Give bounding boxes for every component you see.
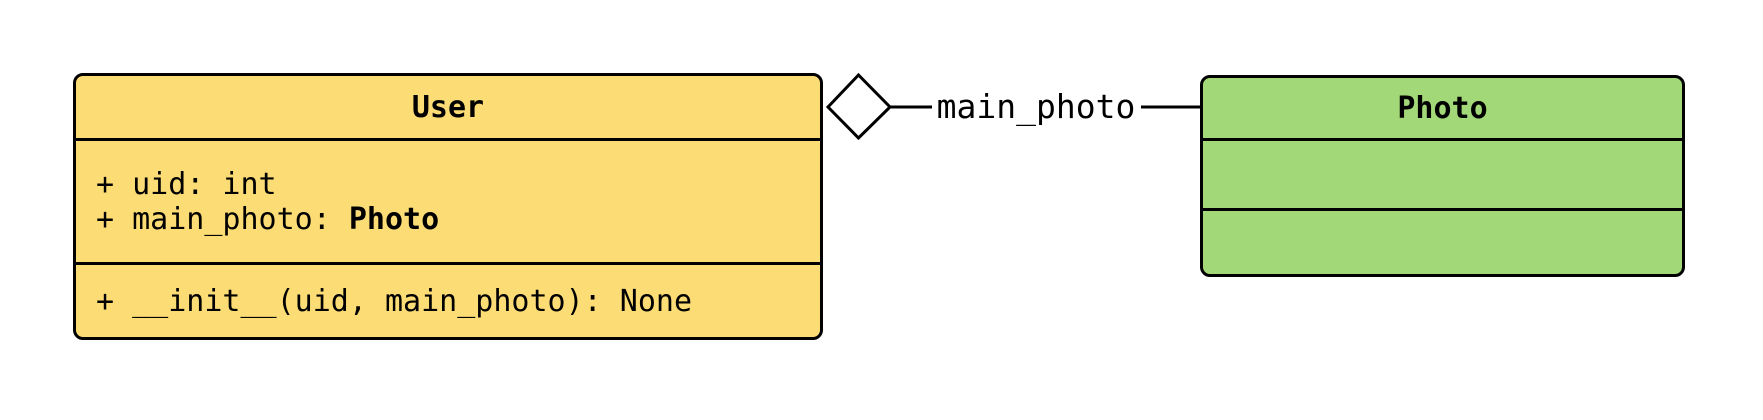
class-node-user[interactable]: User + uid: int + main_photo: Photo + __… bbox=[73, 73, 823, 340]
attribute-main-photo-type: Photo bbox=[348, 201, 440, 237]
class-node-photo[interactable]: Photo bbox=[1200, 75, 1685, 277]
class-photo-attributes bbox=[1203, 141, 1682, 211]
class-user-methods: + __init__(uid, main_photo): None bbox=[76, 265, 820, 337]
attribute-uid: + uid: int bbox=[96, 166, 277, 202]
class-user-attributes: + uid: int + main_photo: Photo bbox=[76, 141, 820, 265]
class-photo-title: Photo bbox=[1203, 78, 1682, 141]
class-user-title: User bbox=[76, 76, 820, 141]
relationship-label[interactable]: main_photo bbox=[936, 87, 1136, 126]
attribute-main-photo: + main_photo: Photo bbox=[96, 202, 820, 237]
class-photo-methods bbox=[1203, 211, 1682, 274]
method-init: + __init__(uid, main_photo): None bbox=[96, 283, 693, 319]
attribute-main-photo-text: + main_photo: bbox=[96, 201, 349, 237]
aggregation-diamond-icon bbox=[825, 72, 893, 141]
